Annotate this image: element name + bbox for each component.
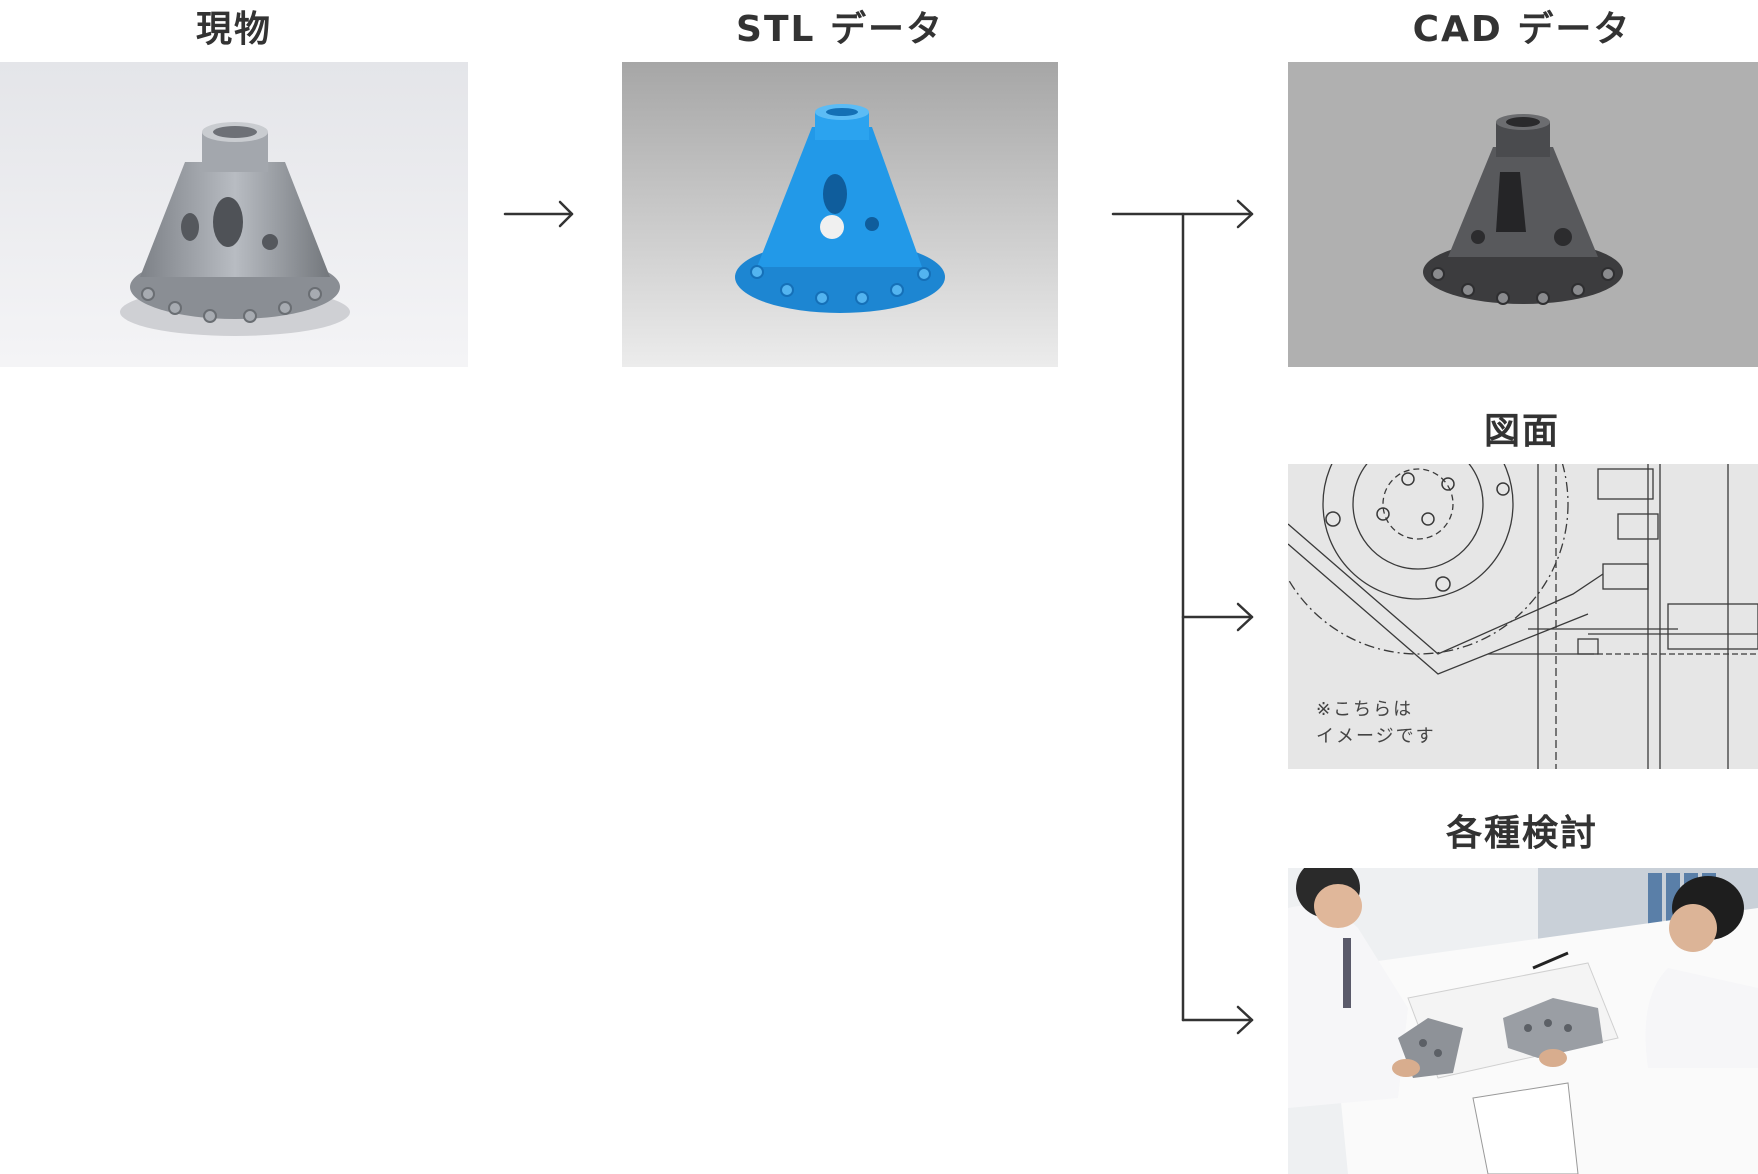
review-image	[1288, 868, 1758, 1174]
stl-image	[622, 62, 1058, 367]
arrow-stl-to-outputs	[1111, 199, 1254, 1035]
drawing-image: ※こちらは イメージです	[1288, 464, 1758, 769]
title-stl: STL データ	[736, 9, 944, 50]
title-cad: CAD データ	[1412, 9, 1632, 50]
genbutsu-image	[0, 62, 468, 367]
drawing-note-line1: ※こちらは	[1316, 699, 1414, 720]
drawing-note-line2: イメージです	[1316, 726, 1436, 747]
cad-image	[1288, 62, 1758, 367]
title-genbutsu: 現物	[195, 9, 272, 50]
title-drawing: 図面	[1483, 411, 1560, 452]
title-review: 各種検討	[1445, 813, 1598, 854]
arrow-genbutsu-to-stl	[503, 200, 574, 228]
